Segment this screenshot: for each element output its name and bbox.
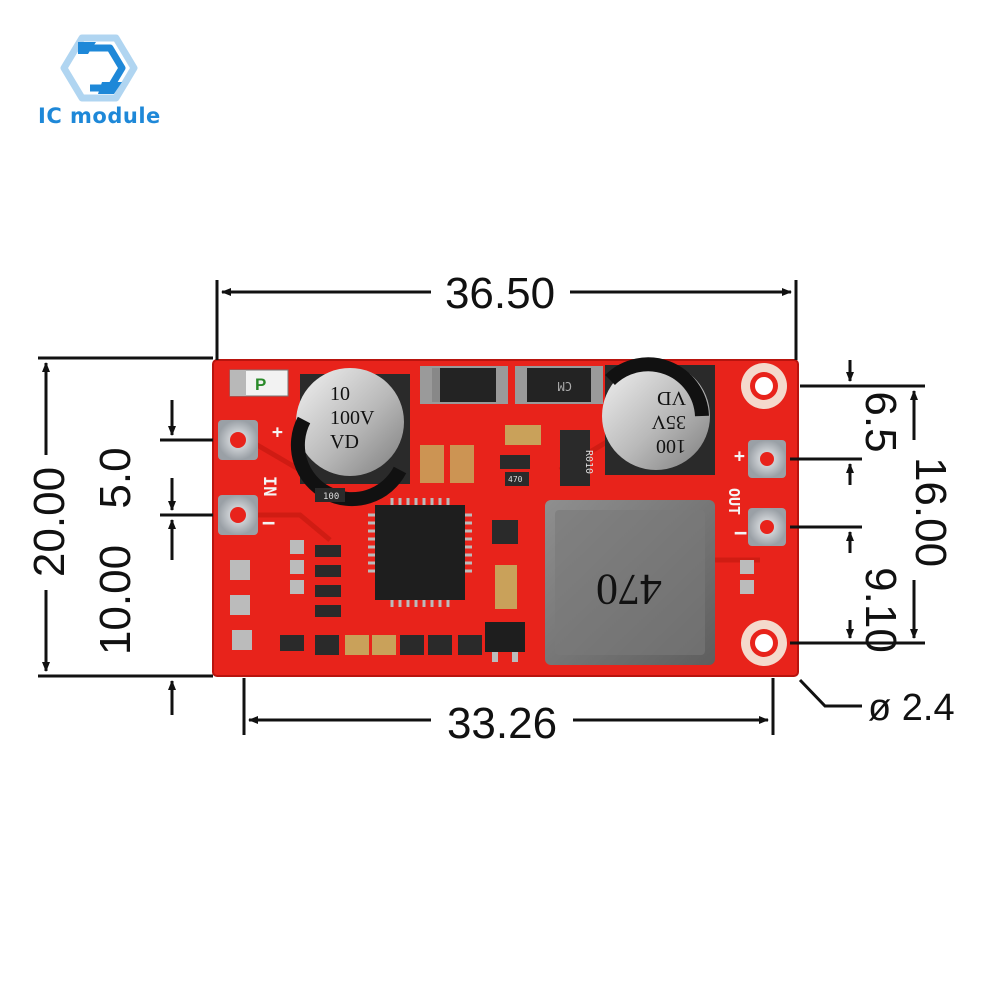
mounting-hole-bottom — [741, 620, 787, 666]
in-plus-label: + — [272, 422, 283, 443]
capacitor-right: 100 35V VD — [602, 357, 715, 475]
brand-logo — [38, 30, 178, 140]
brand-hexagon-icon — [60, 34, 138, 102]
diode-right: CM — [515, 366, 603, 404]
dim-right-lower: 9.10 — [790, 525, 905, 653]
p-marker: P — [229, 369, 289, 397]
dim-hole-diameter: ø 2.4 — [798, 678, 955, 729]
dim-left-height-label: 20.00 — [25, 467, 74, 577]
diode-right-label: CM — [558, 379, 572, 393]
cap-right-line1: 100 — [656, 435, 686, 457]
cap-left-line2: 100V — [330, 407, 375, 429]
in-label: IN — [259, 476, 279, 496]
dim-bottom-width: 33.26 — [242, 678, 775, 748]
out-plus-label: + — [734, 446, 745, 467]
controller-ic — [368, 498, 472, 607]
input-pads — [218, 420, 258, 535]
cap-right-line3: VD — [657, 387, 686, 409]
dim-hole-diameter-label: ø 2.4 — [868, 687, 955, 729]
mounting-hole-top — [741, 363, 787, 409]
p-mark-label: P — [255, 375, 266, 394]
dim-right-lower-label: 9.10 — [856, 567, 905, 653]
cap-left-line1: 10 — [330, 383, 350, 405]
dim-top-width: 36.50 — [215, 269, 798, 360]
dim-left-height: 20.00 — [25, 356, 213, 678]
out-label: OUT — [725, 488, 743, 515]
small-components: 470 R010 100 — [230, 425, 754, 655]
dim-bottom-width-label: 33.26 — [447, 699, 557, 748]
dim-left-inner: 5.0 10.00 — [91, 400, 213, 715]
dim-top-width-label: 36.50 — [445, 269, 555, 318]
dim-right-height-label: 16.00 — [906, 457, 955, 567]
transistor — [485, 622, 525, 662]
dim-right-top: 6.5 — [790, 360, 925, 485]
res-100-label: 100 — [323, 492, 339, 502]
capacitor-left: 10 100V VD — [290, 368, 410, 507]
cap-left-line3: VD — [330, 431, 359, 453]
inductor-label: 470 — [596, 565, 662, 614]
res-470-label: 470 — [508, 475, 523, 484]
dim-left-pitch-label: 5.0 — [91, 447, 140, 508]
dim-left-inner-label: 10.00 — [91, 545, 140, 655]
output-pads — [748, 440, 786, 546]
out-minus-label: − — [734, 521, 747, 546]
diode-left — [420, 366, 508, 404]
res-r010-label: R010 — [583, 450, 594, 474]
in-minus-label: − — [262, 511, 275, 536]
inductor: 470 — [545, 500, 715, 665]
dim-right-height: 16.00 — [790, 390, 955, 645]
brand-name: IC module — [38, 104, 161, 128]
cap-right-line2: 35V — [651, 411, 686, 433]
dim-right-top-label: 6.5 — [856, 391, 905, 452]
